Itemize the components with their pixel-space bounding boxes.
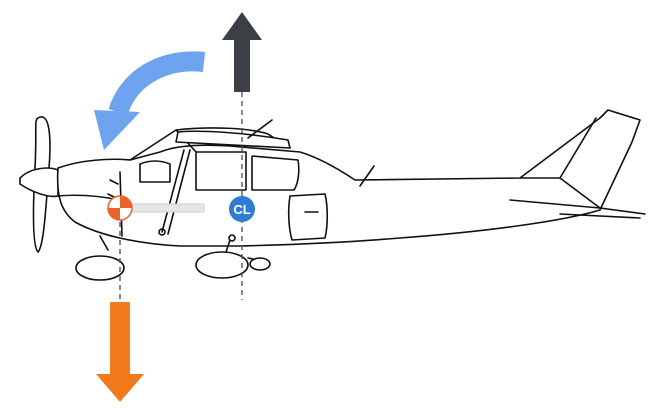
lift-arrow-icon: [222, 12, 262, 92]
moment-arm-bar: [128, 204, 204, 212]
weight-arrow-icon: [96, 302, 144, 402]
main-wheel-pant: [196, 252, 248, 278]
center-of-lift-label: CL: [233, 202, 250, 217]
nose-wheel-pant: [76, 256, 124, 280]
nose-gear: [100, 236, 108, 250]
center-of-lift-badge: CL: [229, 196, 255, 222]
spinner: [20, 168, 58, 196]
center-of-gravity-icon: [108, 196, 132, 220]
